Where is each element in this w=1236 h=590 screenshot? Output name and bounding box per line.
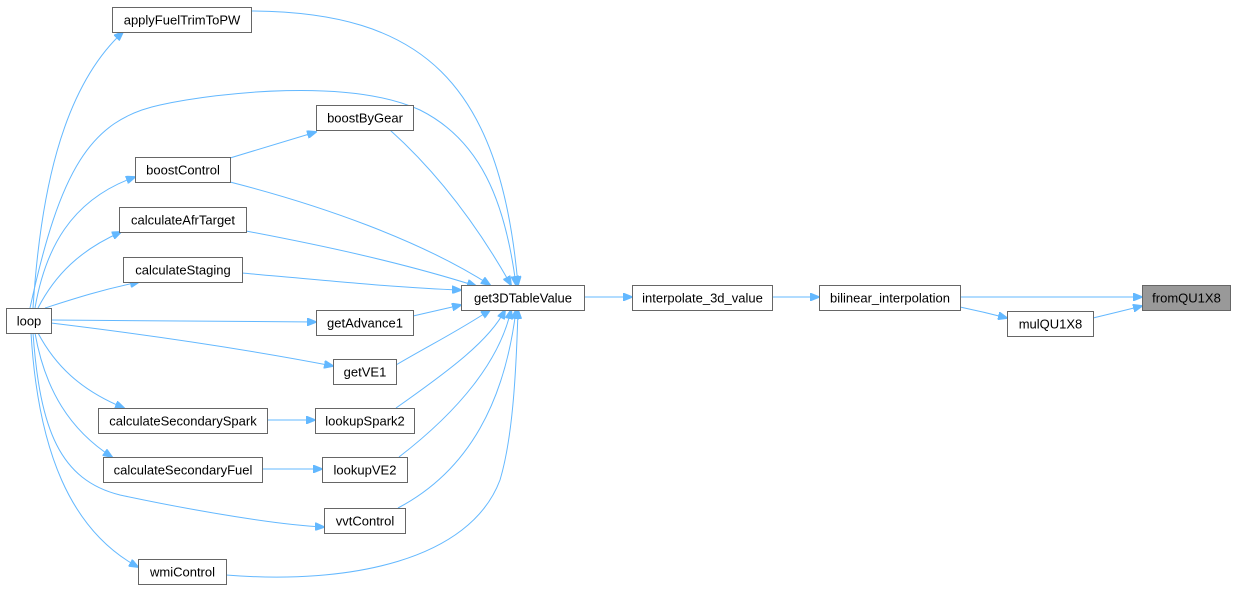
- node-loop[interactable]: loop: [6, 308, 52, 334]
- node-getAdvance1[interactable]: getAdvance1: [316, 310, 414, 336]
- node-box: [6, 308, 52, 334]
- node-label: calculateSecondaryFuel: [114, 463, 253, 478]
- edge-loop-to-vvtControl: [32, 332, 324, 527]
- node-mulQU1X8[interactable]: mulQU1X8: [1007, 311, 1094, 337]
- node-box: [324, 508, 406, 534]
- edge-bilinear_interpolation-to-mulQU1X8: [959, 306, 1007, 318]
- node-label: applyFuelTrimToPW: [124, 13, 241, 28]
- node-box: [1142, 285, 1231, 311]
- node-applyFuelTrimToPW[interactable]: applyFuelTrimToPW: [112, 7, 252, 33]
- node-boostControl[interactable]: boostControl: [135, 157, 231, 183]
- node-label: lookupSpark2: [325, 414, 405, 429]
- node-label: lookupVE2: [334, 463, 397, 478]
- node-label: vvtControl: [336, 514, 395, 529]
- node-label: boostControl: [146, 163, 220, 178]
- edge-loop-to-getAdvance1: [50, 320, 316, 322]
- edge-layer: [29, 10, 1142, 578]
- node-get3DTableValue[interactable]: get3DTableValue: [461, 285, 585, 311]
- edge-calculateStaging-to-get3DTableValue: [241, 272, 461, 290]
- node-label: get3DTableValue: [474, 291, 572, 306]
- edge-wmiControl-to-get3DTableValue: [225, 310, 518, 578]
- node-label: bilinear_interpolation: [830, 291, 950, 306]
- edge-loop-to-calculateSecondaryFuel: [34, 332, 112, 457]
- node-box: [135, 157, 231, 183]
- node-box: [1007, 311, 1094, 337]
- edge-calculateAfrTarget-to-get3DTableValue: [245, 230, 476, 286]
- edge-applyFuelTrimToPW-to-get3DTableValue: [250, 10, 518, 285]
- edge-loop-to-boostControl: [34, 177, 135, 309]
- node-label: loop: [17, 314, 42, 329]
- node-boostByGear[interactable]: boostByGear: [316, 105, 414, 131]
- node-box: [138, 559, 227, 585]
- node-bilinear_interpolation[interactable]: bilinear_interpolation: [819, 285, 961, 311]
- edge-loop-to-calculateAfrTarget: [37, 232, 121, 309]
- edge-mulQU1X8-to-fromQU1X8: [1092, 306, 1142, 319]
- node-calculateStaging[interactable]: calculateStaging: [123, 257, 243, 283]
- node-calculateSecondaryFuel[interactable]: calculateSecondaryFuel: [103, 457, 263, 483]
- node-calculateSecondarySpark[interactable]: calculateSecondarySpark: [98, 408, 268, 434]
- edge-loop-to-calculateSecondarySpark: [37, 332, 124, 408]
- node-label: calculateSecondarySpark: [109, 414, 257, 429]
- node-getVE1[interactable]: getVE1: [333, 359, 397, 385]
- node-label: getVE1: [344, 365, 387, 380]
- edge-loop-to-calculateStaging: [44, 282, 139, 309]
- edge-loop-to-wmiControl: [30, 332, 138, 567]
- node-vvtControl[interactable]: vvtControl: [324, 508, 406, 534]
- edge-loop-to-getVE1: [50, 322, 333, 366]
- edge-vvtControl-to-get3DTableValue: [397, 310, 516, 509]
- edge-boostByGear-to-get3DTableValue: [389, 129, 511, 285]
- node-box: [315, 408, 415, 434]
- node-box: [461, 285, 585, 311]
- node-box: [819, 285, 961, 311]
- node-box: [98, 408, 268, 434]
- node-wmiControl[interactable]: wmiControl: [138, 559, 227, 585]
- node-label: boostByGear: [327, 111, 404, 126]
- node-label: calculateAfrTarget: [131, 213, 235, 228]
- edge-loop-to-applyFuelTrimToPW: [32, 32, 123, 309]
- edge-lookupVE2-to-get3DTableValue: [398, 310, 511, 458]
- edge-loop-to-get3DTableValue: [29, 89, 516, 309]
- node-box: [119, 207, 247, 233]
- node-lookupVE2[interactable]: lookupVE2: [322, 457, 408, 483]
- node-label: getAdvance1: [327, 316, 403, 331]
- edge-lookupSpark2-to-get3DTableValue: [395, 310, 505, 409]
- node-label: calculateStaging: [135, 263, 230, 278]
- node-box: [333, 359, 397, 385]
- node-label: interpolate_3d_value: [642, 291, 763, 306]
- node-label: mulQU1X8: [1019, 317, 1083, 332]
- node-layer: fromQU1X8 bilinear_interpolation mulQU1X8 i…: [6, 7, 1231, 585]
- node-box: [322, 457, 408, 483]
- node-box: [316, 105, 414, 131]
- edge-getAdvance1-to-get3DTableValue: [412, 305, 461, 317]
- node-box: [103, 457, 263, 483]
- node-box: [316, 310, 414, 336]
- node-label: fromQU1X8: [1152, 291, 1221, 306]
- node-calculateAfrTarget[interactable]: calculateAfrTarget: [119, 207, 247, 233]
- edge-getVE1-to-get3DTableValue: [395, 310, 490, 366]
- node-label: wmiControl: [149, 565, 215, 580]
- edge-boostControl-to-get3DTableValue: [229, 181, 490, 285]
- node-box: [112, 7, 252, 33]
- node-interpolate_3d_value[interactable]: interpolate_3d_value: [632, 285, 773, 311]
- node-box: [632, 285, 773, 311]
- node-box: [123, 257, 243, 283]
- node-lookupSpark2[interactable]: lookupSpark2: [315, 408, 415, 434]
- edge-boostControl-to-boostByGear: [229, 132, 316, 159]
- node-fromQU1X8[interactable]: fromQU1X8: [1142, 285, 1231, 311]
